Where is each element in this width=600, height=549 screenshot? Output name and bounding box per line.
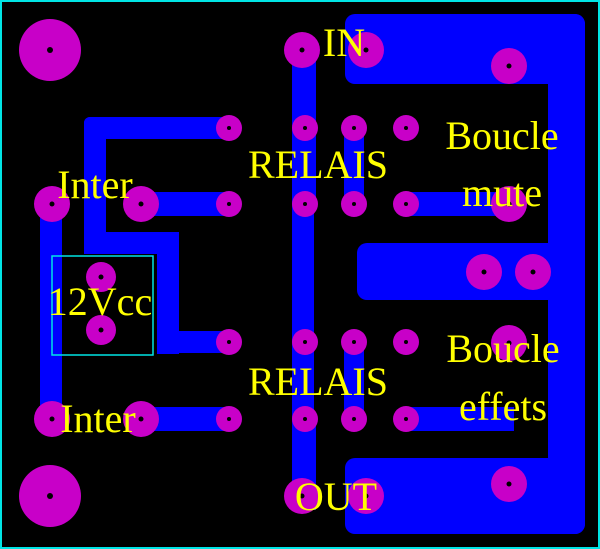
copper-layer xyxy=(40,14,585,534)
drill-hole xyxy=(303,417,307,421)
drill-hole xyxy=(404,126,408,130)
drill-hole xyxy=(506,63,512,69)
drill-hole xyxy=(98,327,104,333)
trace-relay-bottom-h xyxy=(157,331,235,353)
label-relais-bottom: RELAIS xyxy=(248,359,388,404)
drill-hole xyxy=(138,416,144,422)
drill-hole xyxy=(227,202,231,206)
drill-hole xyxy=(303,340,307,344)
drill-hole xyxy=(49,201,55,207)
label-boucle-mute-2: mute xyxy=(462,170,542,215)
label-boucle-mute-1: Boucle xyxy=(445,113,558,158)
drill-hole xyxy=(530,269,536,275)
drill-hole xyxy=(299,47,305,53)
trace-mid-left-h xyxy=(84,232,179,254)
trace-effets-link xyxy=(404,407,514,431)
drill-hole xyxy=(303,202,307,206)
label-boucle-effets-2: effets xyxy=(459,384,547,429)
drill-hole xyxy=(352,340,356,344)
drill-hole xyxy=(363,493,369,499)
label-inter-bottom: Inter xyxy=(60,396,136,441)
drill-hole xyxy=(481,269,487,275)
trace-top-left-h xyxy=(84,117,234,139)
drill-hole xyxy=(49,416,55,422)
drill-hole xyxy=(303,126,307,130)
trace-center-vertical xyxy=(292,200,314,435)
label-power: 12Vcc xyxy=(48,279,152,324)
drill-hole xyxy=(506,340,512,346)
drill-hole xyxy=(47,493,53,499)
drill-hole xyxy=(227,126,231,130)
label-relais-top: RELAIS xyxy=(248,142,388,187)
label-layer: IN OUT RELAIS RELAIS Inter Inter 12Vcc B… xyxy=(48,20,560,519)
drill-hole xyxy=(363,47,369,53)
trace-top-left-v xyxy=(84,117,106,252)
drill-hole xyxy=(352,417,356,421)
drill-hole xyxy=(227,417,231,421)
drill-hole xyxy=(47,47,53,53)
label-in: IN xyxy=(323,20,365,65)
trace-relay-bottom-link xyxy=(344,342,364,422)
trace-relay-top-link xyxy=(344,126,364,206)
drill-hole xyxy=(227,340,231,344)
label-inter-top: Inter xyxy=(57,162,133,207)
drill-hole xyxy=(404,202,408,206)
drill-hole xyxy=(506,481,512,487)
trace-mid-left-v xyxy=(157,232,179,354)
drill-layer xyxy=(47,47,536,499)
drill-hole xyxy=(352,126,356,130)
trace-left-vertical xyxy=(40,205,62,420)
power-connector-outline xyxy=(51,255,154,356)
pad-layer xyxy=(19,19,551,527)
drill-hole xyxy=(404,340,408,344)
drill-hole xyxy=(404,417,408,421)
drill-hole xyxy=(299,493,305,499)
label-boucle-effets-1: Boucle xyxy=(446,326,559,371)
drill-hole xyxy=(98,274,104,280)
drill-hole xyxy=(138,201,144,207)
drill-hole xyxy=(506,201,512,207)
drill-hole xyxy=(352,202,356,206)
label-out: OUT xyxy=(295,474,377,519)
